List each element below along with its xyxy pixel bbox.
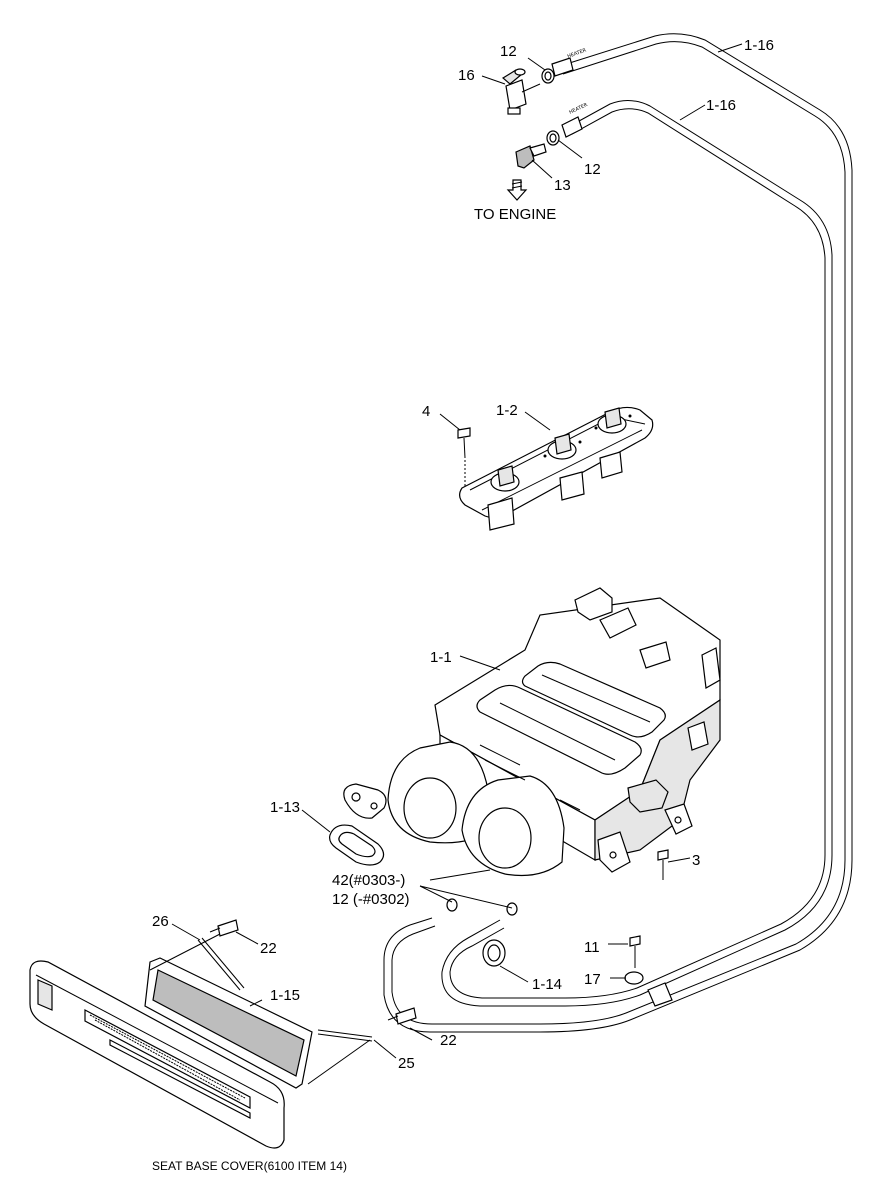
label-3: 3 (692, 852, 700, 869)
leader-lines (149, 43, 743, 1085)
label-42: 42(#0303-) (332, 872, 405, 889)
gasket-part-1-13 (329, 824, 385, 866)
grommet-part-1-14 (482, 939, 506, 967)
seat-base-cover (29, 960, 285, 1149)
label-25: 25 (398, 1055, 415, 1072)
label-13: 13 (554, 177, 571, 194)
bolt-part-3 (657, 849, 669, 880)
label-1-13: 1-13 (270, 799, 300, 816)
clamp-12-upper (541, 68, 555, 84)
label-12-lower: 12 (584, 161, 601, 178)
clip-part-17 (624, 971, 673, 1007)
to-engine-arrow (506, 179, 528, 201)
label-1-2: 1-2 (496, 402, 518, 419)
label-seat-base-cover: SEAT BASE COVER(6100 ITEM 14) (152, 1159, 347, 1173)
grille-part-1-15 (144, 957, 313, 1089)
heater-unit-1-1 (343, 587, 721, 877)
label-12-upper: 12 (500, 43, 517, 60)
bolt-part-11 (629, 935, 641, 968)
label-22-upper: 22 (260, 940, 277, 957)
label-11: 11 (584, 939, 600, 956)
valve-part-16 (501, 68, 541, 115)
rod-part-26 (197, 937, 245, 991)
label-1-16-inner: 1-16 (706, 97, 736, 114)
label-1-16-outer: 1-16 (744, 37, 774, 54)
heater-hose-outer (383, 33, 853, 1033)
label-4: 4 (422, 403, 430, 420)
label-1-1: 1-1 (430, 649, 452, 666)
hose-end-lower: HEATER (561, 102, 589, 138)
clamps-42-12 (446, 898, 518, 916)
label-26: 26 (152, 913, 169, 930)
label-22-lower: 22 (440, 1032, 457, 1049)
clamp-12-lower (546, 130, 560, 146)
label-1-15: 1-15 (270, 987, 300, 1004)
label-16: 16 (458, 67, 475, 84)
label-12-note: 12 (-#0302) (332, 891, 410, 908)
heater-hose-inner (441, 100, 833, 1007)
fitting-part-13 (515, 143, 547, 169)
control-panel-1-2 (459, 406, 654, 531)
label-17: 17 (584, 971, 601, 988)
hose-tag-lower: HEATER (568, 102, 589, 116)
screw-part-22-upper (209, 919, 239, 937)
rod-part-25 (317, 1029, 373, 1042)
screw-part-22-lower (387, 1007, 417, 1025)
label-1-14: 1-14 (532, 976, 562, 993)
screw-part-4 (457, 427, 471, 488)
label-to-engine: TO ENGINE (474, 206, 556, 223)
